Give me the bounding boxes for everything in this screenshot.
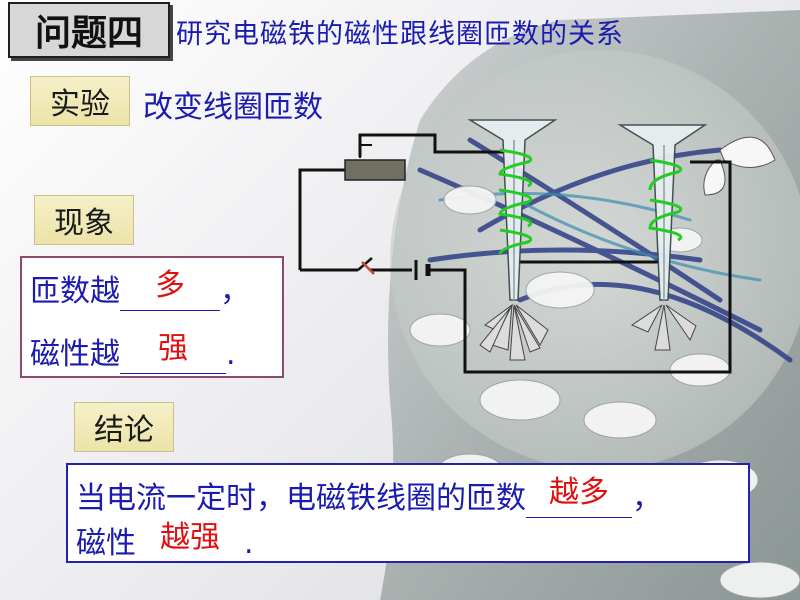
conclusion-line-1-suffix: ， (632, 481, 662, 516)
conclusion-line-2-suffix: . (244, 526, 254, 561)
title-label: 问题四 (8, 2, 170, 58)
phenomenon-line-1: 匝数越多 ， (30, 266, 250, 311)
phenomenon-line-2: 磁性越 强. (30, 329, 236, 374)
phenomenon-blank-1: 多 (120, 266, 220, 311)
phenomenon-line-2-suffix: . (226, 337, 236, 372)
conclusion-blank-1: 越多 (526, 473, 632, 518)
experiment-label: 实验 (30, 76, 130, 126)
phenomenon-box (20, 256, 284, 378)
rheostat (344, 159, 406, 181)
coil-left (498, 148, 533, 255)
coil-right (648, 158, 683, 242)
phenomenon-line-1-suffix: ， (220, 274, 250, 309)
conclusion-box (66, 463, 750, 563)
page-title: 研究电磁铁的磁性跟线圈匝数的关系 (176, 19, 624, 50)
phenomenon-line-1-prefix: 匝数越 (30, 274, 120, 309)
conclusion-label: 结论 (74, 402, 174, 452)
conclusion-answer-2: 越强 (160, 520, 220, 555)
experiment-text: 改变线圈匝数 (143, 90, 323, 125)
phenomenon-answer-2: 强 (158, 331, 188, 366)
phenomenon-answer-1: 多 (155, 268, 185, 303)
conclusion-blank-2: 越强 (136, 518, 244, 563)
phenomenon-line-2-prefix: 磁性越 (30, 337, 120, 372)
conclusion-answer-1: 越多 (549, 475, 609, 510)
conclusion-line-2: 磁性越强. (76, 518, 254, 563)
conclusion-line-1: 当电流一定时，电磁铁线圈的匝数越多 ， (76, 473, 662, 518)
phenomenon-label: 现象 (34, 195, 134, 245)
phenomenon-blank-2: 强 (120, 329, 226, 374)
conclusion-line-1-prefix: 当电流一定时，电磁铁线圈的匝数 (76, 481, 526, 516)
conclusion-line-2-prefix: 磁性 (76, 526, 136, 561)
